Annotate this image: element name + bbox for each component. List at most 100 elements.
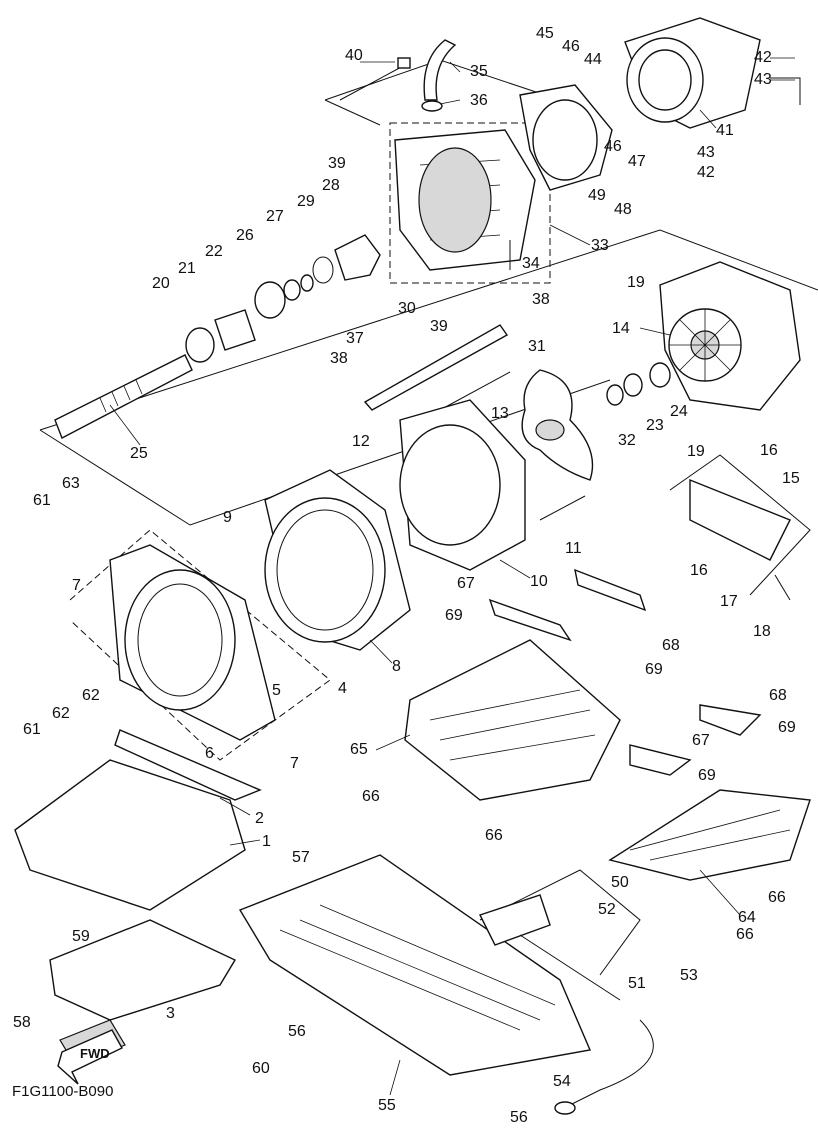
callout-34: 34 [522, 255, 540, 272]
callout-20: 20 [152, 275, 170, 292]
ride-plates [404, 478, 811, 881]
callout-54: 54 [553, 1073, 571, 1090]
fwd-label: FWD [80, 1046, 110, 1061]
callout-66b: 66 [485, 827, 503, 844]
hoses-and-bolts [339, 39, 791, 601]
diagram-code: F1G1100-B090 [12, 1083, 113, 1100]
callout-16a: 16 [760, 442, 778, 459]
callout-62b: 62 [82, 687, 100, 704]
callout-30: 30 [398, 300, 416, 317]
callout-65: 65 [350, 741, 368, 758]
callout-3: 3 [166, 1005, 175, 1022]
callout-57: 57 [292, 849, 310, 866]
callout-66c: 66 [768, 889, 786, 906]
callout-14: 14 [612, 320, 630, 337]
callout-53: 53 [680, 967, 698, 984]
callout-10: 10 [530, 573, 548, 590]
callout-23: 23 [646, 417, 664, 434]
leader-lines [109, 57, 795, 1096]
callout-64: 64 [738, 909, 756, 926]
callout-63: 63 [62, 475, 80, 492]
callout-69d: 69 [698, 767, 716, 784]
callout-50: 50 [611, 874, 629, 891]
callout-16b: 16 [690, 562, 708, 579]
callout-59: 59 [72, 928, 90, 945]
callout-11: 11 [565, 540, 582, 557]
group-outlines [39, 59, 818, 976]
callout-40: 40 [345, 47, 363, 64]
callout-13: 13 [491, 405, 509, 422]
callout-47: 47 [628, 153, 646, 170]
fwd-direction-arrow: FWD [57, 1029, 123, 1085]
callout-21: 21 [178, 260, 196, 277]
callout-2: 2 [255, 810, 264, 827]
callout-69c: 69 [778, 719, 796, 736]
callout-56b: 56 [510, 1109, 528, 1126]
callout-38b: 38 [330, 350, 348, 367]
callout-42b: 42 [697, 164, 715, 181]
callout-9: 9 [223, 509, 232, 526]
callout-labels: 1 2 3 4 5 6 7 7 8 9 10 11 12 13 14 15 16… [13, 25, 800, 1126]
callout-33: 33 [591, 237, 609, 254]
callout-1: 1 [262, 833, 271, 850]
callout-28: 28 [322, 177, 340, 194]
callout-56a: 56 [288, 1023, 306, 1040]
callout-51: 51 [628, 975, 646, 992]
callout-29: 29 [297, 193, 315, 210]
callout-69a: 69 [445, 607, 463, 624]
callout-6: 6 [205, 745, 214, 762]
callout-35: 35 [470, 63, 488, 80]
callout-46a: 46 [562, 38, 580, 55]
callout-41: 41 [716, 122, 734, 139]
callout-39a: 39 [328, 155, 346, 172]
callout-7b: 7 [290, 755, 299, 772]
callout-19a: 19 [627, 274, 645, 291]
callout-32: 32 [618, 432, 636, 449]
callout-55: 55 [378, 1097, 396, 1114]
callout-26: 26 [236, 227, 254, 244]
callout-43b: 43 [697, 144, 715, 161]
callout-69b: 69 [645, 661, 663, 678]
callout-44: 44 [584, 51, 602, 68]
callout-27: 27 [266, 208, 284, 225]
callout-58: 58 [13, 1014, 31, 1031]
duct-plate [109, 544, 276, 741]
callout-15: 15 [782, 470, 800, 487]
callout-62a: 62 [52, 705, 70, 722]
callout-22: 22 [205, 243, 223, 260]
callout-4: 4 [338, 680, 347, 697]
nozzle-assembly [394, 17, 761, 271]
callout-39b: 39 [430, 318, 448, 335]
drive-shaft [54, 234, 381, 439]
callout-49: 49 [588, 187, 606, 204]
callout-48: 48 [614, 201, 632, 218]
callout-24: 24 [670, 403, 688, 420]
intermediate-housing [264, 399, 526, 651]
callout-61a: 61 [33, 492, 51, 509]
callout-31: 31 [528, 338, 546, 355]
callout-25: 25 [130, 445, 148, 462]
callout-17: 17 [720, 593, 738, 610]
callout-66d: 66 [736, 926, 754, 943]
callout-7a: 7 [72, 577, 81, 594]
impeller-housing [606, 261, 801, 411]
callout-12: 12 [352, 433, 370, 450]
callout-37: 37 [346, 330, 364, 347]
callout-67b: 67 [692, 732, 710, 749]
callout-52: 52 [598, 901, 616, 918]
callout-19b: 19 [687, 443, 705, 460]
callout-60: 60 [252, 1060, 270, 1077]
callout-68a: 68 [662, 637, 680, 654]
callout-46b: 46 [604, 138, 622, 155]
callout-43a: 43 [754, 71, 772, 88]
impeller [521, 369, 594, 481]
intake-parts [14, 729, 654, 1115]
callout-67a: 67 [457, 575, 475, 592]
callout-68b: 68 [769, 687, 787, 704]
callout-42a: 42 [754, 49, 772, 66]
callout-61b: 61 [23, 721, 41, 738]
callout-18: 18 [753, 623, 771, 640]
callout-36: 36 [470, 92, 488, 109]
callout-5: 5 [272, 682, 281, 699]
